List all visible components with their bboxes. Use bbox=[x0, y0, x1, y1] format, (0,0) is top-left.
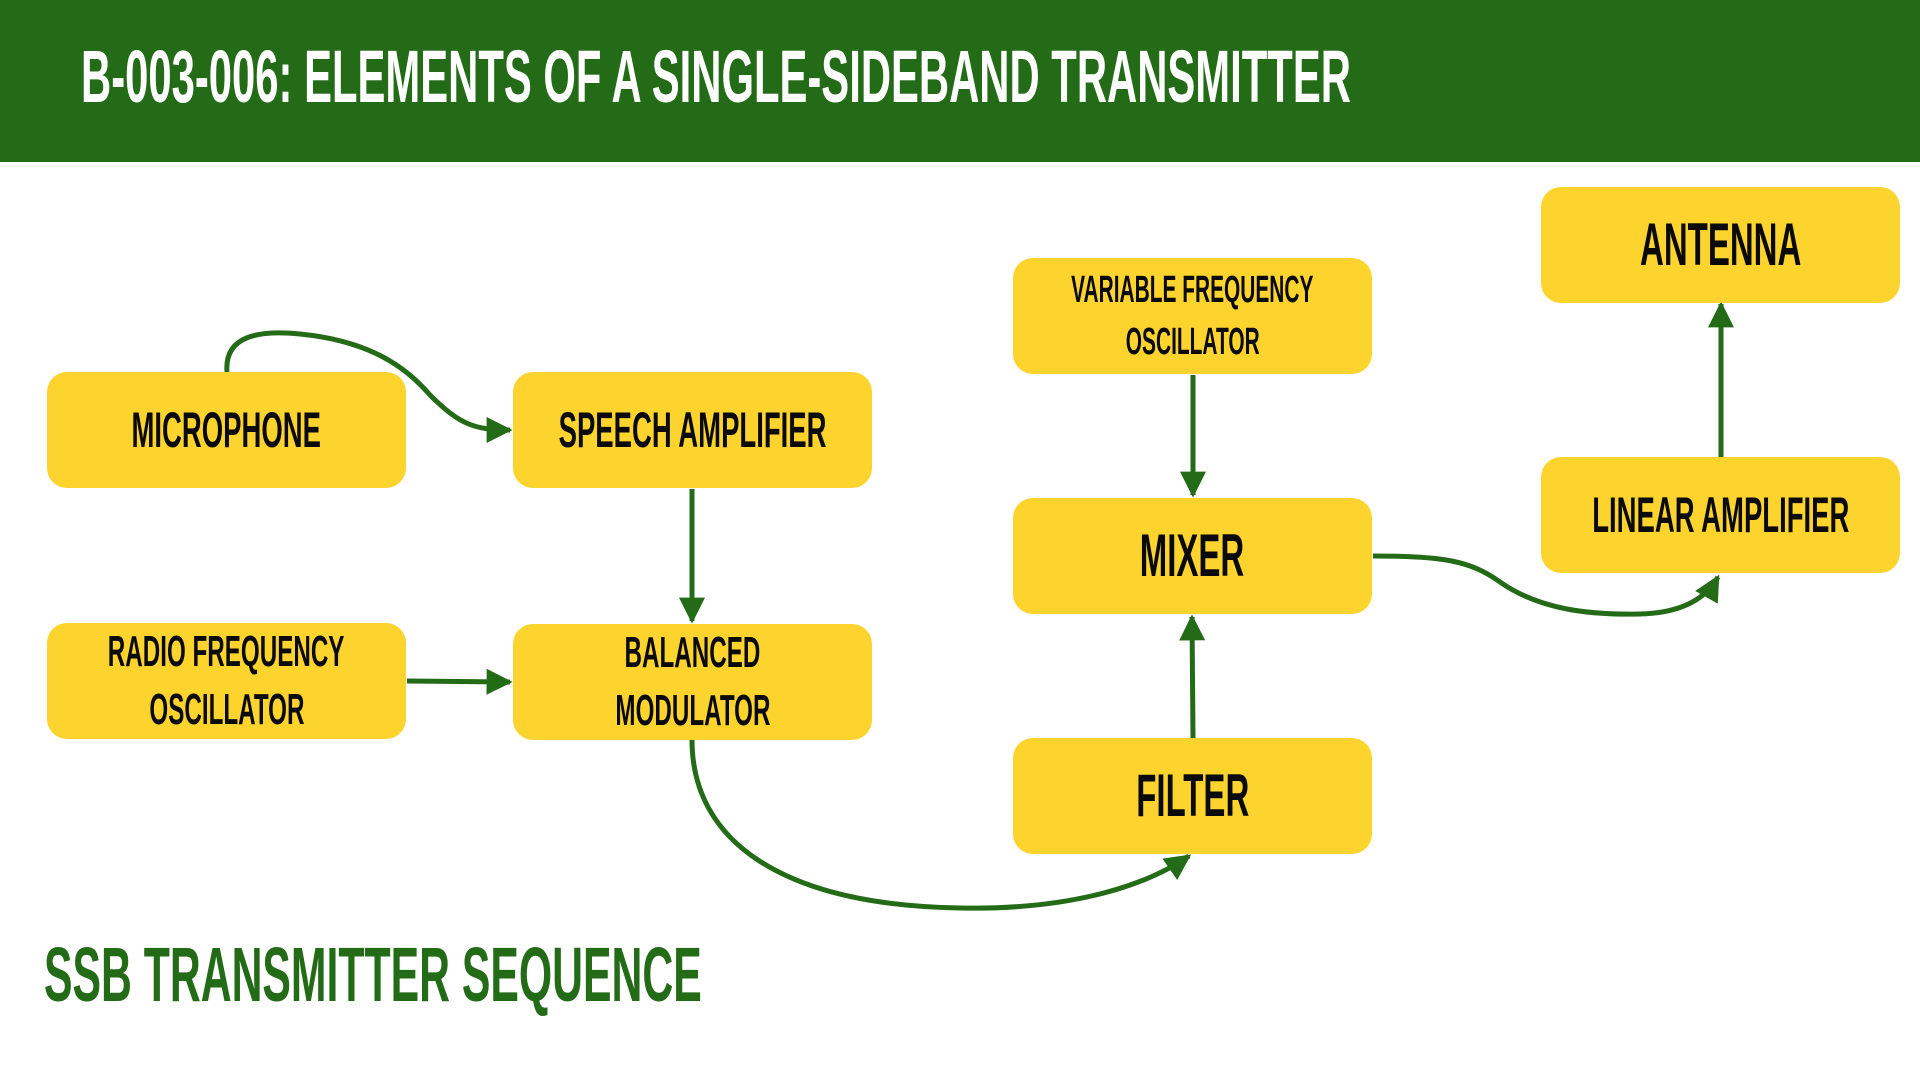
block-label: MICROPHONE bbox=[131, 402, 322, 458]
block-microphone: MICROPHONE bbox=[47, 372, 406, 488]
block-label-line2: OSCILLATOR bbox=[148, 685, 305, 734]
block-antenna: ANTENNA bbox=[1541, 187, 1900, 303]
block-label: MIXER bbox=[1140, 522, 1245, 589]
block-label: LINEAR AMPLIFIER bbox=[1591, 487, 1850, 543]
block-speech-amplifier: SPEECH AMPLIFIER bbox=[513, 372, 872, 488]
arrow-rf-oscillator-to-balanced-modulator bbox=[406, 668, 513, 695]
page-title: B-003-006: ELEMENTS OF A SINGLE-SIDEBAND… bbox=[81, 35, 1351, 118]
block-label-line2: OSCILLATOR bbox=[1125, 321, 1260, 363]
block-label-line2: MODULATOR bbox=[614, 686, 771, 735]
diagram-caption: SSB TRANSMITTER SEQUENCE bbox=[44, 932, 702, 1018]
block-mixer: MIXER bbox=[1013, 498, 1372, 614]
arrow-filter-to-mixer bbox=[1179, 614, 1206, 739]
block-label-line1: RADIO FREQUENCY bbox=[108, 627, 345, 676]
block-balanced-modulator: BALANCED MODULATOR bbox=[513, 624, 872, 740]
block-rf-oscillator: RADIO FREQUENCY OSCILLATOR bbox=[47, 623, 406, 739]
block-filter: FILTER bbox=[1013, 738, 1372, 854]
header-bar: B-003-006: ELEMENTS OF A SINGLE-SIDEBAND… bbox=[0, 0, 1920, 162]
block-label: SPEECH AMPLIFIER bbox=[558, 402, 827, 458]
block-variable-frequency-oscillator: VARIABLE FREQUENCY OSCILLATOR bbox=[1013, 258, 1372, 374]
block-label-line1: BALANCED bbox=[624, 628, 761, 677]
block-label: ANTENNA bbox=[1639, 211, 1802, 278]
block-linear-amplifier: LINEAR AMPLIFIER bbox=[1541, 457, 1900, 573]
block-label-line1: VARIABLE FREQUENCY bbox=[1071, 269, 1314, 311]
block-label: FILTER bbox=[1135, 762, 1250, 829]
